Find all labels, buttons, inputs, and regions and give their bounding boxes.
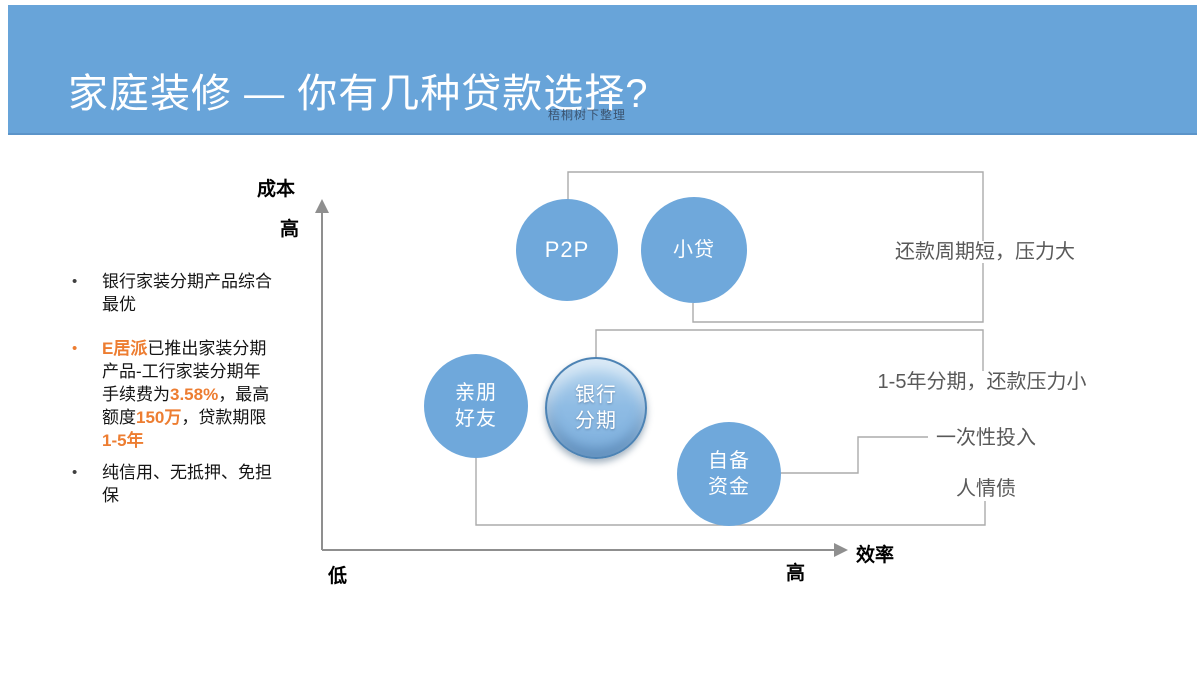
bubble-small-loan: 小贷: [641, 197, 747, 303]
bubble-bank-installment: 银行 分期: [545, 357, 647, 459]
bullet-dot: •: [72, 273, 78, 290]
y-axis-title: 成本: [257, 179, 296, 200]
list-item: • 纯信用、无抵押、免担保: [70, 461, 276, 507]
x-axis-title: 效率: [856, 545, 895, 566]
y-axis-high-label: 高: [280, 219, 300, 240]
bullet-text: 银行家装分期产品综合最优: [102, 272, 272, 314]
annotation-favor-debt: 人情债: [946, 478, 1026, 500]
highlight-text: E居派: [102, 339, 148, 358]
bullet-list: • 银行家装分期产品综合最优 • E居派已推出家装分期产品-工行家装分期年手续费…: [70, 270, 276, 507]
bubble-label: P2P: [544, 237, 590, 262]
connector-own-funds: [779, 436, 928, 474]
annotation-one-time: 一次性投入: [929, 427, 1043, 449]
connector-bank-installment: [595, 329, 984, 374]
bubble-own-funds: 自备 资金: [677, 422, 781, 526]
bubble-p2p: P2P: [516, 199, 618, 301]
bubble-label: 小贷: [673, 239, 715, 261]
bullet-text: 纯信用、无抵押、免担保: [102, 463, 272, 505]
highlight-text: 150万: [136, 408, 182, 427]
annotation-short-cycle: 还款周期短，压力大: [878, 241, 1092, 263]
page-title: 家庭装修 — 你有几种贷款选择?: [68, 72, 649, 116]
bullet-text: E居派已推出家装分期产品-工行家装分期年手续费为3.58%，最高额度150万，贷…: [102, 339, 269, 450]
highlight-text: 3.58%: [170, 385, 219, 404]
body-text: ，贷款期限: [181, 408, 267, 427]
origin-low-label: 低: [328, 566, 348, 587]
bubble-label-line1: 亲朋: [455, 382, 497, 404]
highlight-text: 1-5年: [102, 431, 144, 450]
body-text: ，最高额度: [102, 385, 270, 427]
watermark-text: 梧桐树下整理: [548, 108, 627, 122]
title-banner: 家庭装修 — 你有几种贷款选择? 梧桐树下整理: [8, 5, 1197, 135]
x-axis-high-label: 高: [786, 563, 806, 584]
bubble-label-line2: 好友: [455, 408, 497, 430]
annotation-installment: 1-5年分期，还款压力小: [870, 371, 1094, 393]
list-item: • 银行家装分期产品综合最优: [70, 270, 276, 316]
bubble-label-line2: 分期: [575, 410, 617, 432]
x-axis-arrow-icon: [834, 543, 848, 557]
bubble-label-line1: 自备: [708, 450, 750, 472]
list-item: • E居派已推出家装分期产品-工行家装分期年手续费为3.58%，最高额度150万…: [70, 337, 276, 452]
bubble-label-line1: 银行: [575, 384, 617, 406]
body-text: 已推出家装分期产品-工行家装分期年手续费为: [102, 339, 267, 404]
bubble-friends-family: 亲朋 好友: [424, 354, 528, 458]
bullet-dot: •: [72, 464, 78, 481]
y-axis-arrow-icon: [315, 199, 329, 213]
bullet-dot: •: [72, 340, 78, 357]
bubble-label-line2: 资金: [708, 476, 750, 498]
